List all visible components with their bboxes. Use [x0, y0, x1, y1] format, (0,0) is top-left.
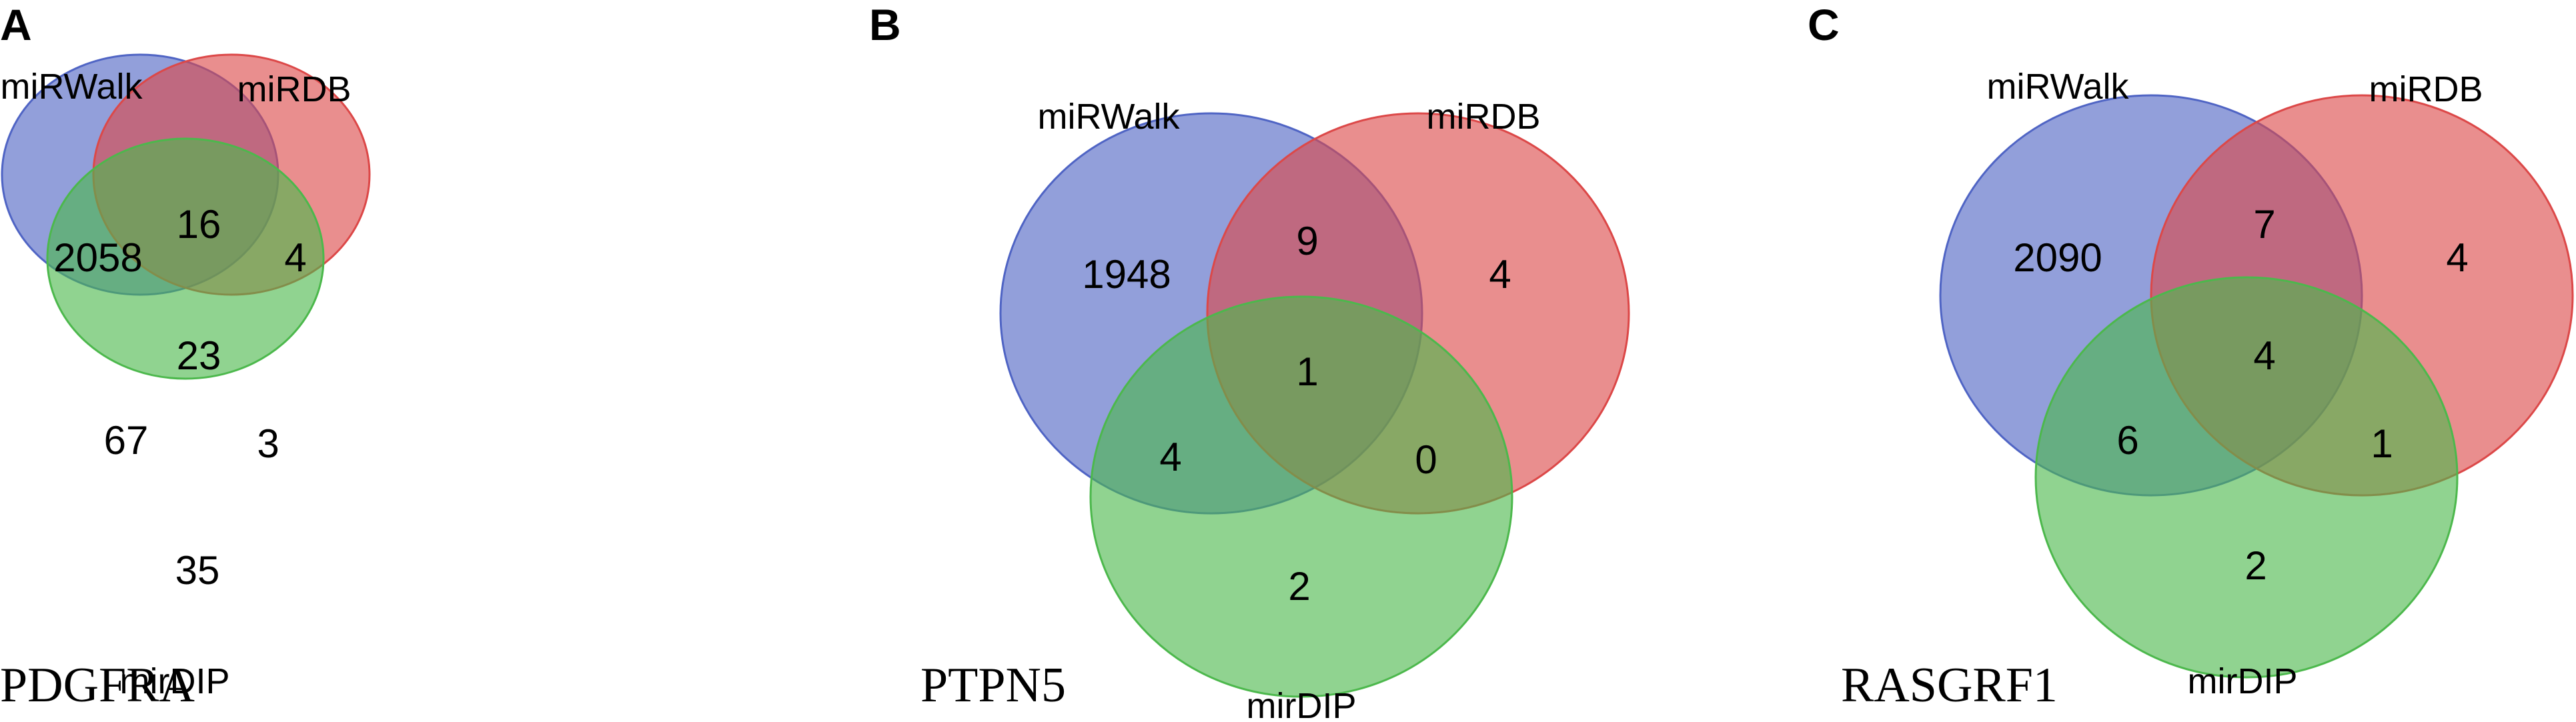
- panel-b: B miRWalk miRDB mirDIP 1948 9 4 1 4 0 2 …: [869, 0, 1630, 722]
- mirdb-set-label: miRDB: [1427, 97, 1541, 137]
- count-all-three: 1: [1296, 349, 1318, 394]
- mirdb-set-label: miRDB: [2369, 69, 2483, 109]
- gene-name: PDGFRA: [0, 658, 195, 713]
- panel-c: C miRWalk miRDB mirDIP 2090 7 4 4 6 1 2 …: [1808, 0, 2574, 713]
- panel-letter: C: [1808, 0, 1840, 49]
- count-mirwalk-only: 2090: [2013, 235, 2102, 280]
- mirdip-circle: [2034, 276, 2459, 679]
- count-mirwalk-mirdip: 67: [104, 418, 149, 463]
- count-mirwalk-mirdip: 4: [1159, 435, 1181, 479]
- count-mirdip-only: 35: [175, 548, 220, 593]
- mirdip-set-label: mirDIP: [120, 661, 230, 701]
- count-mirwalk-only: 1948: [1082, 252, 1171, 297]
- mirdip-set-label: mirDIP: [1247, 686, 1357, 722]
- count-all-three: 23: [177, 333, 221, 378]
- gene-name: PTPN5: [920, 658, 1066, 713]
- gene-name: RASGRF1: [1841, 658, 2058, 713]
- panel-letter: A: [0, 0, 32, 49]
- count-mirdb-mirdip: 0: [1415, 437, 1437, 482]
- count-mirwalk-only: 2058: [53, 235, 142, 280]
- count-mirdip-only: 2: [1288, 564, 1310, 609]
- count-mirwalk-mirdb: 7: [2253, 202, 2275, 247]
- mirwalk-set-label: miRWalk: [1038, 97, 1181, 137]
- count-mirwalk-mirdb: 9: [1296, 219, 1318, 263]
- count-mirdip-only: 2: [2244, 543, 2267, 588]
- mirdip-set-label: mirDIP: [2188, 661, 2298, 701]
- panel-a: A miRWalk miRDB mirDIP 2058 16 4 23 67 3…: [0, 0, 371, 713]
- count-mirdb-mirdip: 1: [2371, 421, 2393, 466]
- count-mirdb-mirdip: 3: [257, 421, 279, 466]
- mirdb-set-label: miRDB: [237, 69, 352, 109]
- mirwalk-set-label: miRWalk: [1, 67, 143, 107]
- count-mirwalk-mirdb: 16: [177, 202, 221, 247]
- mirdip-circle: [46, 137, 325, 380]
- count-mirdb-only: 4: [1489, 252, 1511, 297]
- count-mirdb-only: 4: [2446, 235, 2468, 280]
- count-mirdb-only: 4: [284, 235, 306, 280]
- count-mirwalk-mirdip: 6: [2116, 418, 2138, 463]
- mirwalk-set-label: miRWalk: [1987, 67, 2130, 107]
- count-all-three: 4: [2253, 333, 2275, 378]
- panel-letter: B: [869, 0, 901, 49]
- mirdip-circle: [1089, 295, 1513, 698]
